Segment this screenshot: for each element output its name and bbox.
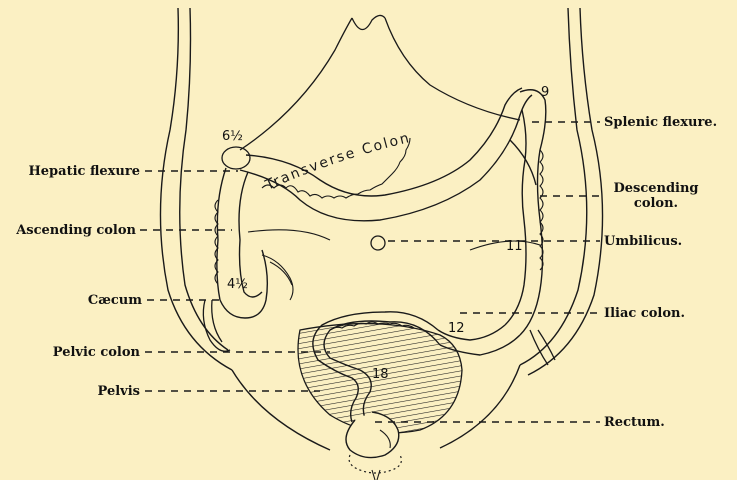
umbilicus bbox=[371, 236, 385, 250]
number-descending: 11 bbox=[506, 240, 523, 253]
label-hepatic-flexure: Hepatic flexure bbox=[8, 164, 140, 179]
descending-colon bbox=[505, 90, 546, 335]
label-descending-colon-line1: Descending bbox=[606, 181, 706, 196]
transverse-colon bbox=[240, 88, 532, 221]
number-hepatic: 6½ bbox=[222, 130, 243, 143]
label-rectum: Rectum. bbox=[604, 415, 665, 430]
label-descending-colon-line2: colon. bbox=[606, 196, 706, 211]
number-iliac: 12 bbox=[448, 322, 465, 335]
label-ascending-colon: Ascending colon bbox=[0, 223, 136, 238]
ascending-colon bbox=[215, 168, 293, 318]
abdominal-contours bbox=[248, 230, 540, 250]
label-iliac-colon: Iliac colon. bbox=[604, 306, 685, 321]
number-rectum: 18 bbox=[372, 368, 389, 381]
anus-marker bbox=[372, 470, 380, 480]
hepatic-flexure-loop bbox=[222, 147, 250, 169]
diaphragm-outline bbox=[240, 15, 520, 150]
label-umbilicus: Umbilicus. bbox=[604, 234, 682, 249]
label-caecum: Cæcum bbox=[60, 293, 142, 308]
label-splenic-flexure: Splenic flexure. bbox=[604, 115, 717, 130]
label-pelvis: Pelvis bbox=[60, 384, 140, 399]
number-splenic: 9 bbox=[541, 86, 549, 99]
label-pelvic-colon: Pelvic colon bbox=[30, 345, 140, 360]
number-caecum: 4½ bbox=[227, 278, 248, 291]
